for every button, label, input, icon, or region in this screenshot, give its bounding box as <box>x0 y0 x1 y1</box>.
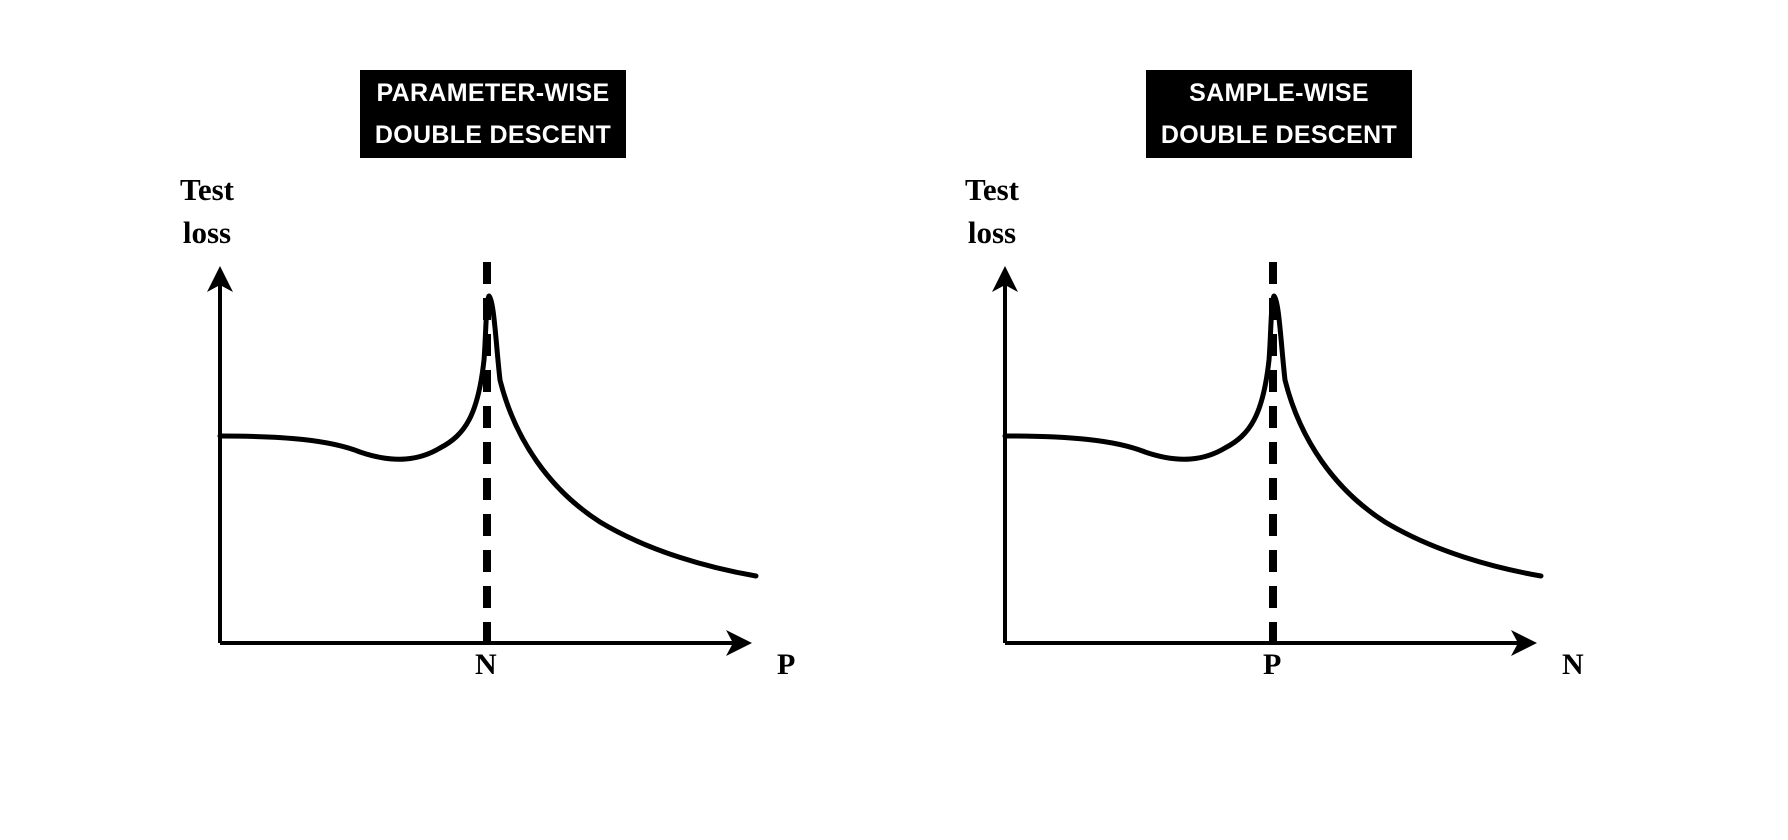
y-axis-label-line-2: loss <box>182 215 232 250</box>
parameter-wise-panel: PARAMETER-WISE DOUBLE DESCENT Test loss … <box>180 70 796 681</box>
threshold-tick-label: P <box>1263 648 1282 681</box>
threshold-tick-label: N <box>475 648 497 681</box>
x-axis-label: N <box>1562 648 1584 681</box>
y-axis-label-line-2: loss <box>967 215 1017 250</box>
y-axis-label: Test loss <box>965 168 1019 254</box>
sample-wise-panel: SAMPLE-WISE DOUBLE DESCENT Test loss P N <box>785 0 1679 840</box>
panel-title-line-2: DOUBLE DESCENT <box>1160 121 1398 149</box>
x-axis-label: P <box>777 648 796 681</box>
panel-title-line-2: DOUBLE DESCENT <box>374 121 612 149</box>
panel-title: SAMPLE-WISE DOUBLE DESCENT <box>1146 70 1412 158</box>
panel-title: PARAMETER-WISE DOUBLE DESCENT <box>360 70 626 158</box>
y-axis-label: Test loss <box>180 168 234 254</box>
y-axis-arrowhead <box>992 266 1018 292</box>
double-descent-plot <box>207 262 759 656</box>
test-loss-curve <box>1002 293 1544 579</box>
x-axis-arrowhead <box>1511 630 1537 656</box>
x-axis-arrowhead <box>726 630 752 656</box>
panel-title-line-1: SAMPLE-WISE <box>1189 79 1369 107</box>
y-axis-arrowhead <box>207 266 233 292</box>
y-axis-label-line-1: Test <box>180 172 234 207</box>
test-loss-curve <box>217 293 759 579</box>
panel-title-line-1: PARAMETER-WISE <box>376 79 610 107</box>
double-descent-plot <box>992 262 1544 656</box>
y-axis-label-line-1: Test <box>965 172 1019 207</box>
